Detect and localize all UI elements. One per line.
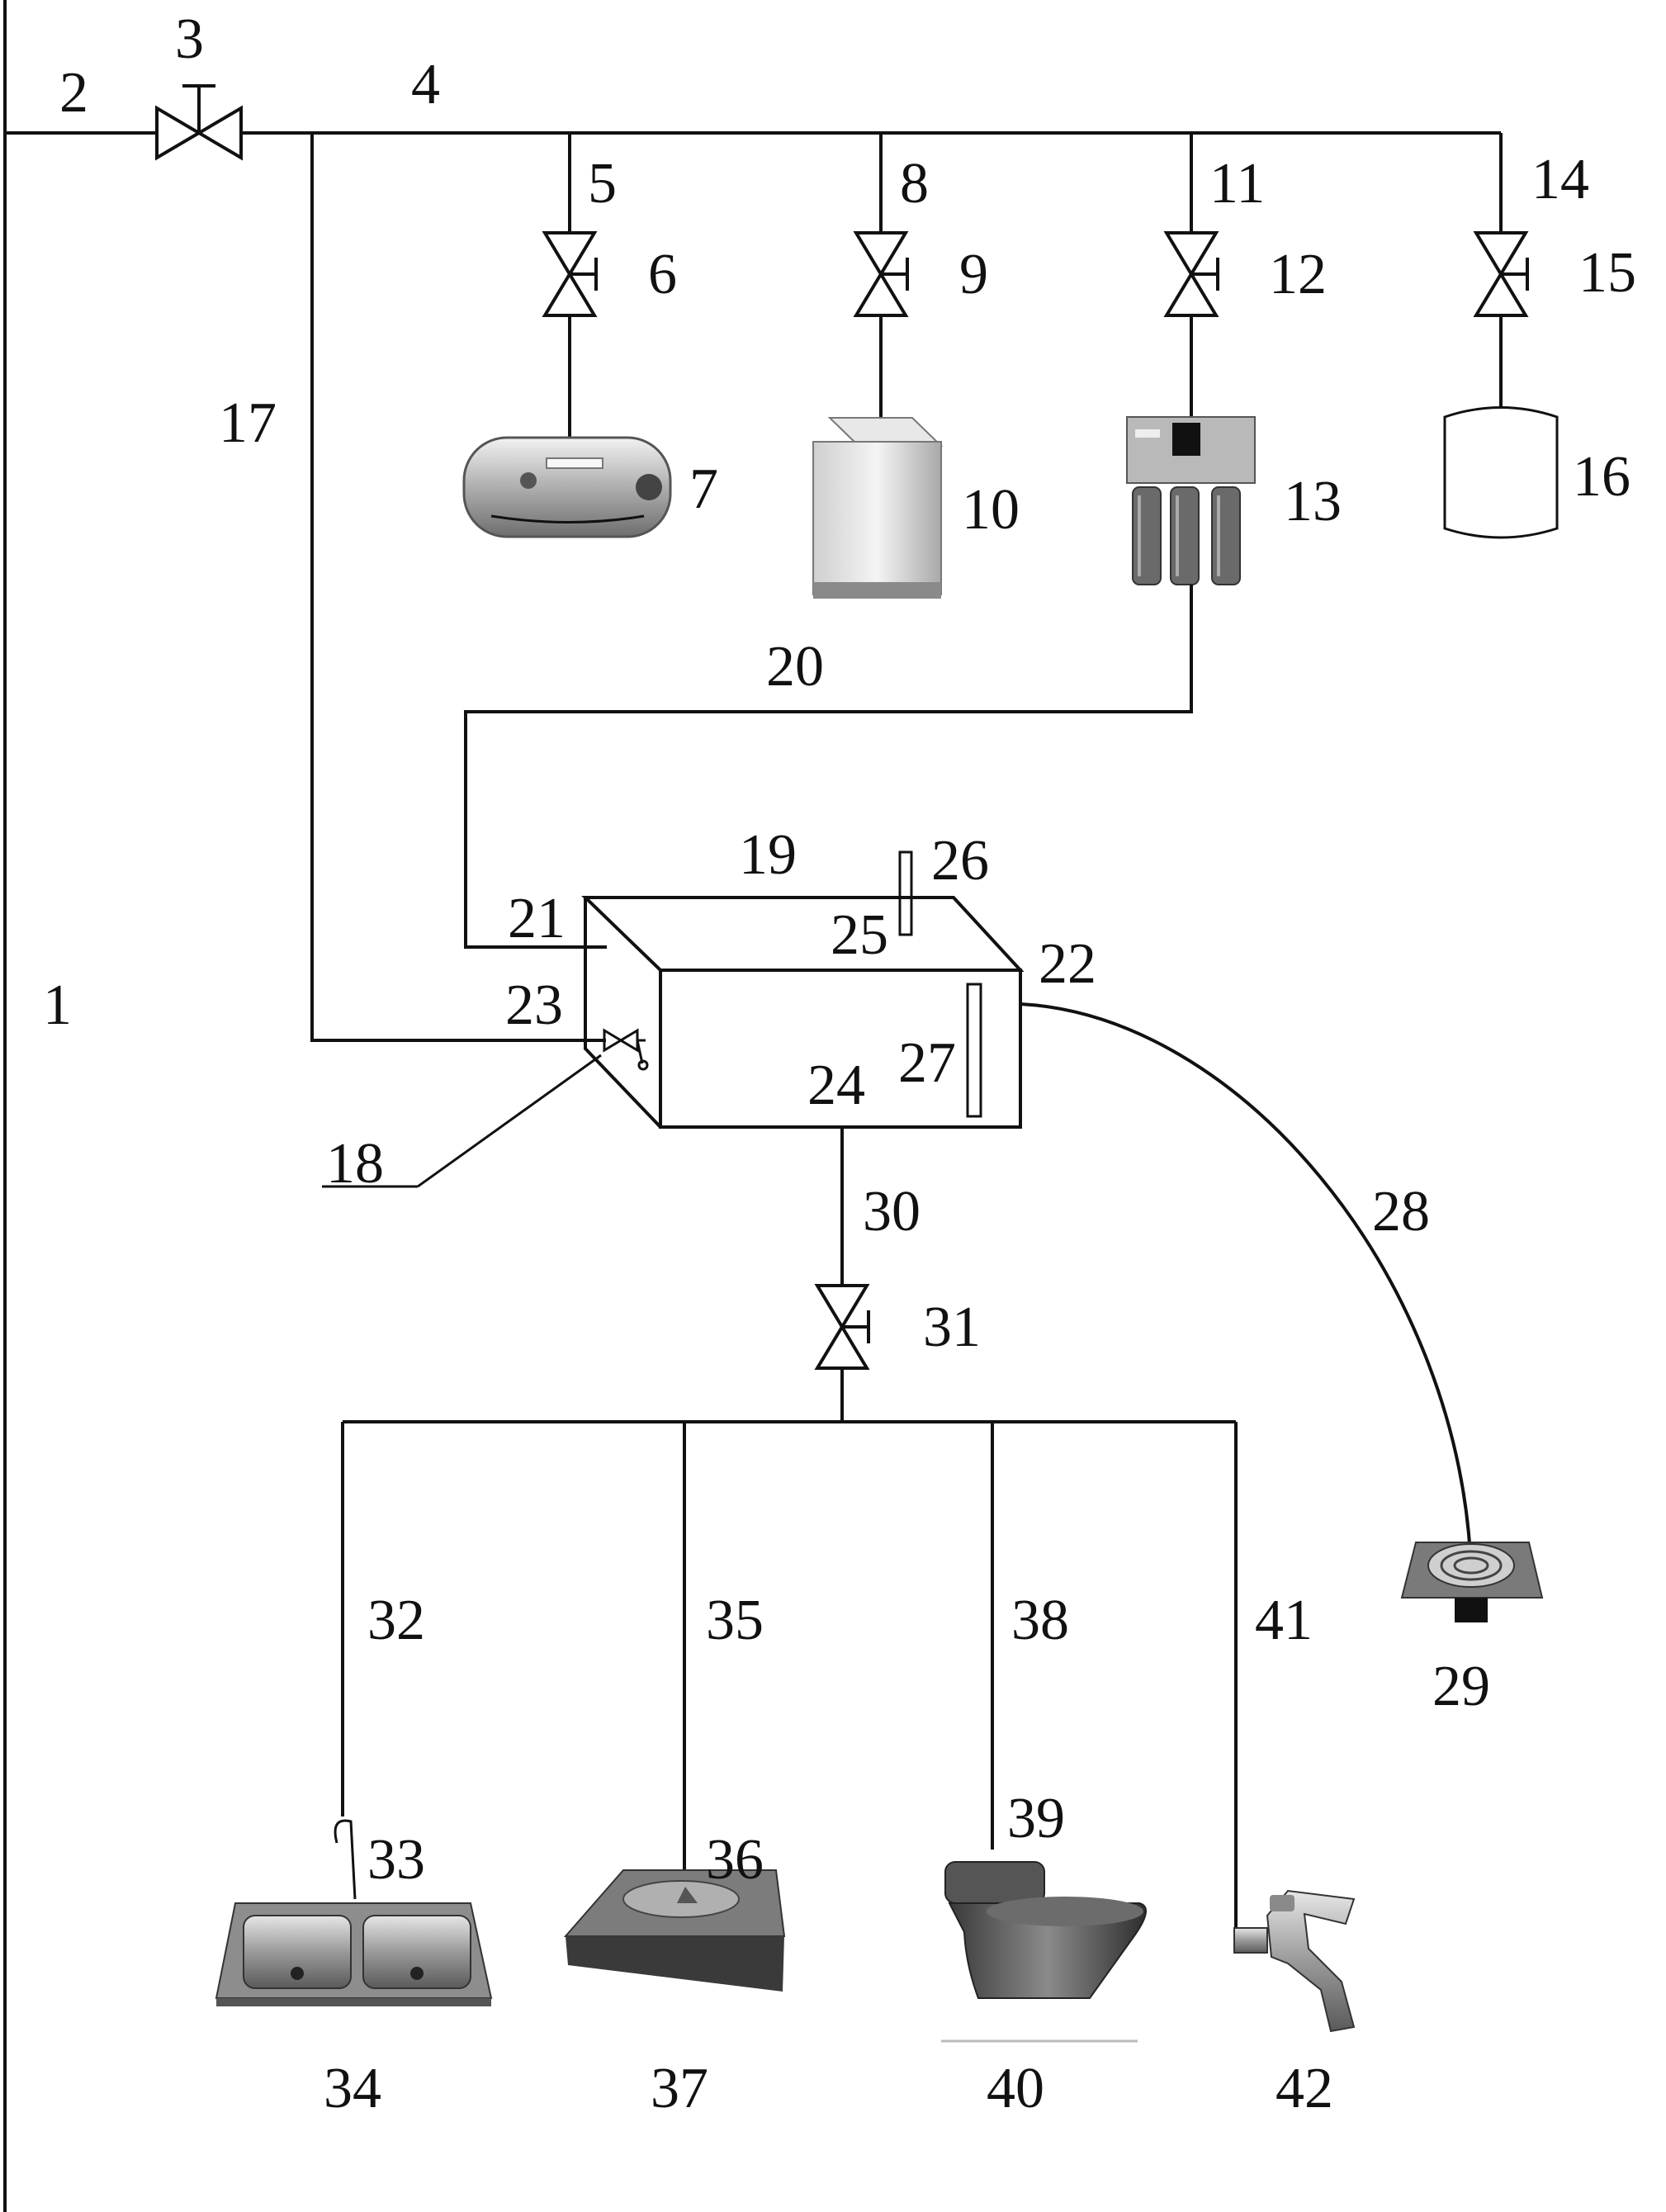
label-37: 37 [651,2057,708,2120]
distribution-pipes [341,1420,1247,1938]
label-4: 4 [411,53,440,116]
label-28: 28 [1372,1180,1430,1243]
label-31: 31 [923,1295,981,1359]
label-30: 30 [863,1180,921,1243]
tank-outlet-pipe [814,1127,870,1422]
label-14: 14 [1531,148,1589,211]
branch-heater [542,133,598,438]
label-29: 29 [1432,1655,1490,1718]
label-27: 27 [898,1031,956,1095]
label-26: 26 [931,829,989,893]
branch-purifier [1163,133,1219,417]
label-25: 25 [831,903,888,967]
water-purifier-icon [1126,416,1256,585]
toilet-icon [941,1861,1147,2043]
label-1: 1 [43,973,72,1037]
floor-drain-icon [1400,1542,1544,1622]
washing-machine-icon [812,417,944,599]
part-number-labels: 1 2 3 4 5 6 7 8 9 10 11 12 13 14 15 16 1… [43,7,1636,2120]
label-23: 23 [505,973,563,1037]
label-42: 42 [1276,2057,1333,2120]
label-18: 18 [326,1132,384,1196]
vent-pipe [898,850,913,936]
kitchen-sink-icon [215,1819,493,2006]
label-24: 24 [807,1054,865,1117]
label-35: 35 [706,1589,764,1652]
label-39: 39 [1007,1787,1065,1850]
label-8: 8 [900,152,929,216]
level-gauge [966,983,982,1118]
label-10: 10 [962,478,1020,542]
overflow-pipe [1020,1002,1472,1556]
main-valve [155,84,243,161]
label-9: 9 [959,243,988,306]
branch-reserve [1473,133,1529,408]
label-6: 6 [648,243,677,306]
water-heater-icon [462,436,672,538]
label-21: 21 [508,887,566,950]
label-11: 11 [1209,152,1265,216]
label-15: 15 [1578,241,1636,305]
label-13: 13 [1284,470,1342,533]
label-20: 20 [766,635,824,699]
purifier-outlet-pipe [464,585,1193,949]
branch-pipe-17 [310,133,606,1042]
label-38: 38 [1011,1589,1069,1652]
label-16: 16 [1573,445,1631,509]
label-19: 19 [739,823,797,887]
label-5: 5 [588,152,617,216]
label-3: 3 [175,7,204,71]
label-12: 12 [1269,243,1327,306]
label-34: 34 [324,2057,381,2120]
water-tap-icon [1233,1889,1356,2033]
label-36: 36 [706,1828,764,1892]
label-33: 33 [367,1828,425,1892]
wash-basin-icon [563,1869,786,1992]
label-2: 2 [59,61,88,125]
label-17: 17 [219,391,277,455]
label-41: 41 [1255,1589,1313,1652]
reserve-appliance-icon [1443,406,1559,539]
label-32: 32 [367,1589,425,1652]
label-22: 22 [1039,932,1096,996]
float-valve-icon [322,1028,649,1188]
branch-washer [853,133,909,418]
label-40: 40 [987,2057,1044,2120]
label-7: 7 [689,457,718,521]
